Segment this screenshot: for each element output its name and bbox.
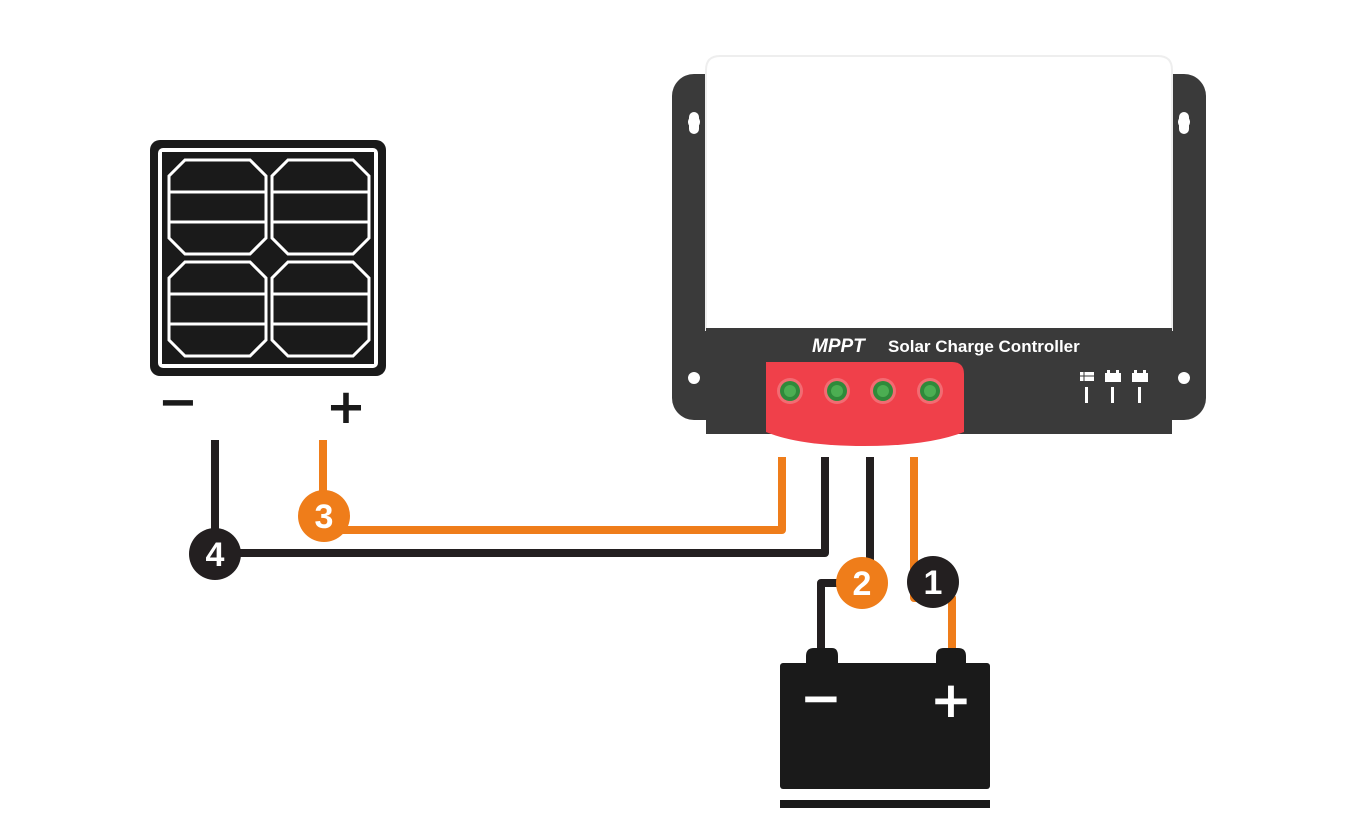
step-number-1: 1 bbox=[924, 564, 943, 602]
battery-positive-sign: + bbox=[930, 671, 972, 729]
load-indicator-icon bbox=[1132, 370, 1148, 403]
step-number-2: 2 bbox=[853, 565, 872, 603]
solar-panel-icon bbox=[150, 140, 386, 376]
wire-battery-positive bbox=[910, 457, 956, 648]
solar-panel-indicator-icon bbox=[1080, 372, 1094, 403]
solar-negative-sign: − bbox=[158, 374, 198, 430]
step-number-3: 3 bbox=[315, 498, 334, 536]
terminal-screws bbox=[777, 378, 943, 404]
wire-solar-negative bbox=[211, 440, 829, 557]
step-badge-3: 3 bbox=[298, 490, 350, 542]
wire-solar-positive bbox=[319, 440, 786, 534]
charge-controller: MPPT Solar Charge Controller bbox=[672, 55, 1206, 446]
controller-title: Solar Charge Controller bbox=[888, 337, 1080, 356]
solar-positive-sign: + bbox=[326, 379, 366, 435]
step-badge-2: 2 bbox=[836, 557, 888, 609]
mppt-label: MPPT bbox=[812, 336, 866, 357]
battery-negative-sign: − bbox=[800, 669, 842, 727]
step-badge-1: 1 bbox=[907, 556, 959, 608]
wires bbox=[211, 440, 956, 648]
step-number-4: 4 bbox=[206, 536, 225, 574]
battery-indicator-icon bbox=[1105, 370, 1121, 403]
battery-icon bbox=[780, 648, 990, 808]
step-badge-4: 4 bbox=[189, 528, 241, 580]
